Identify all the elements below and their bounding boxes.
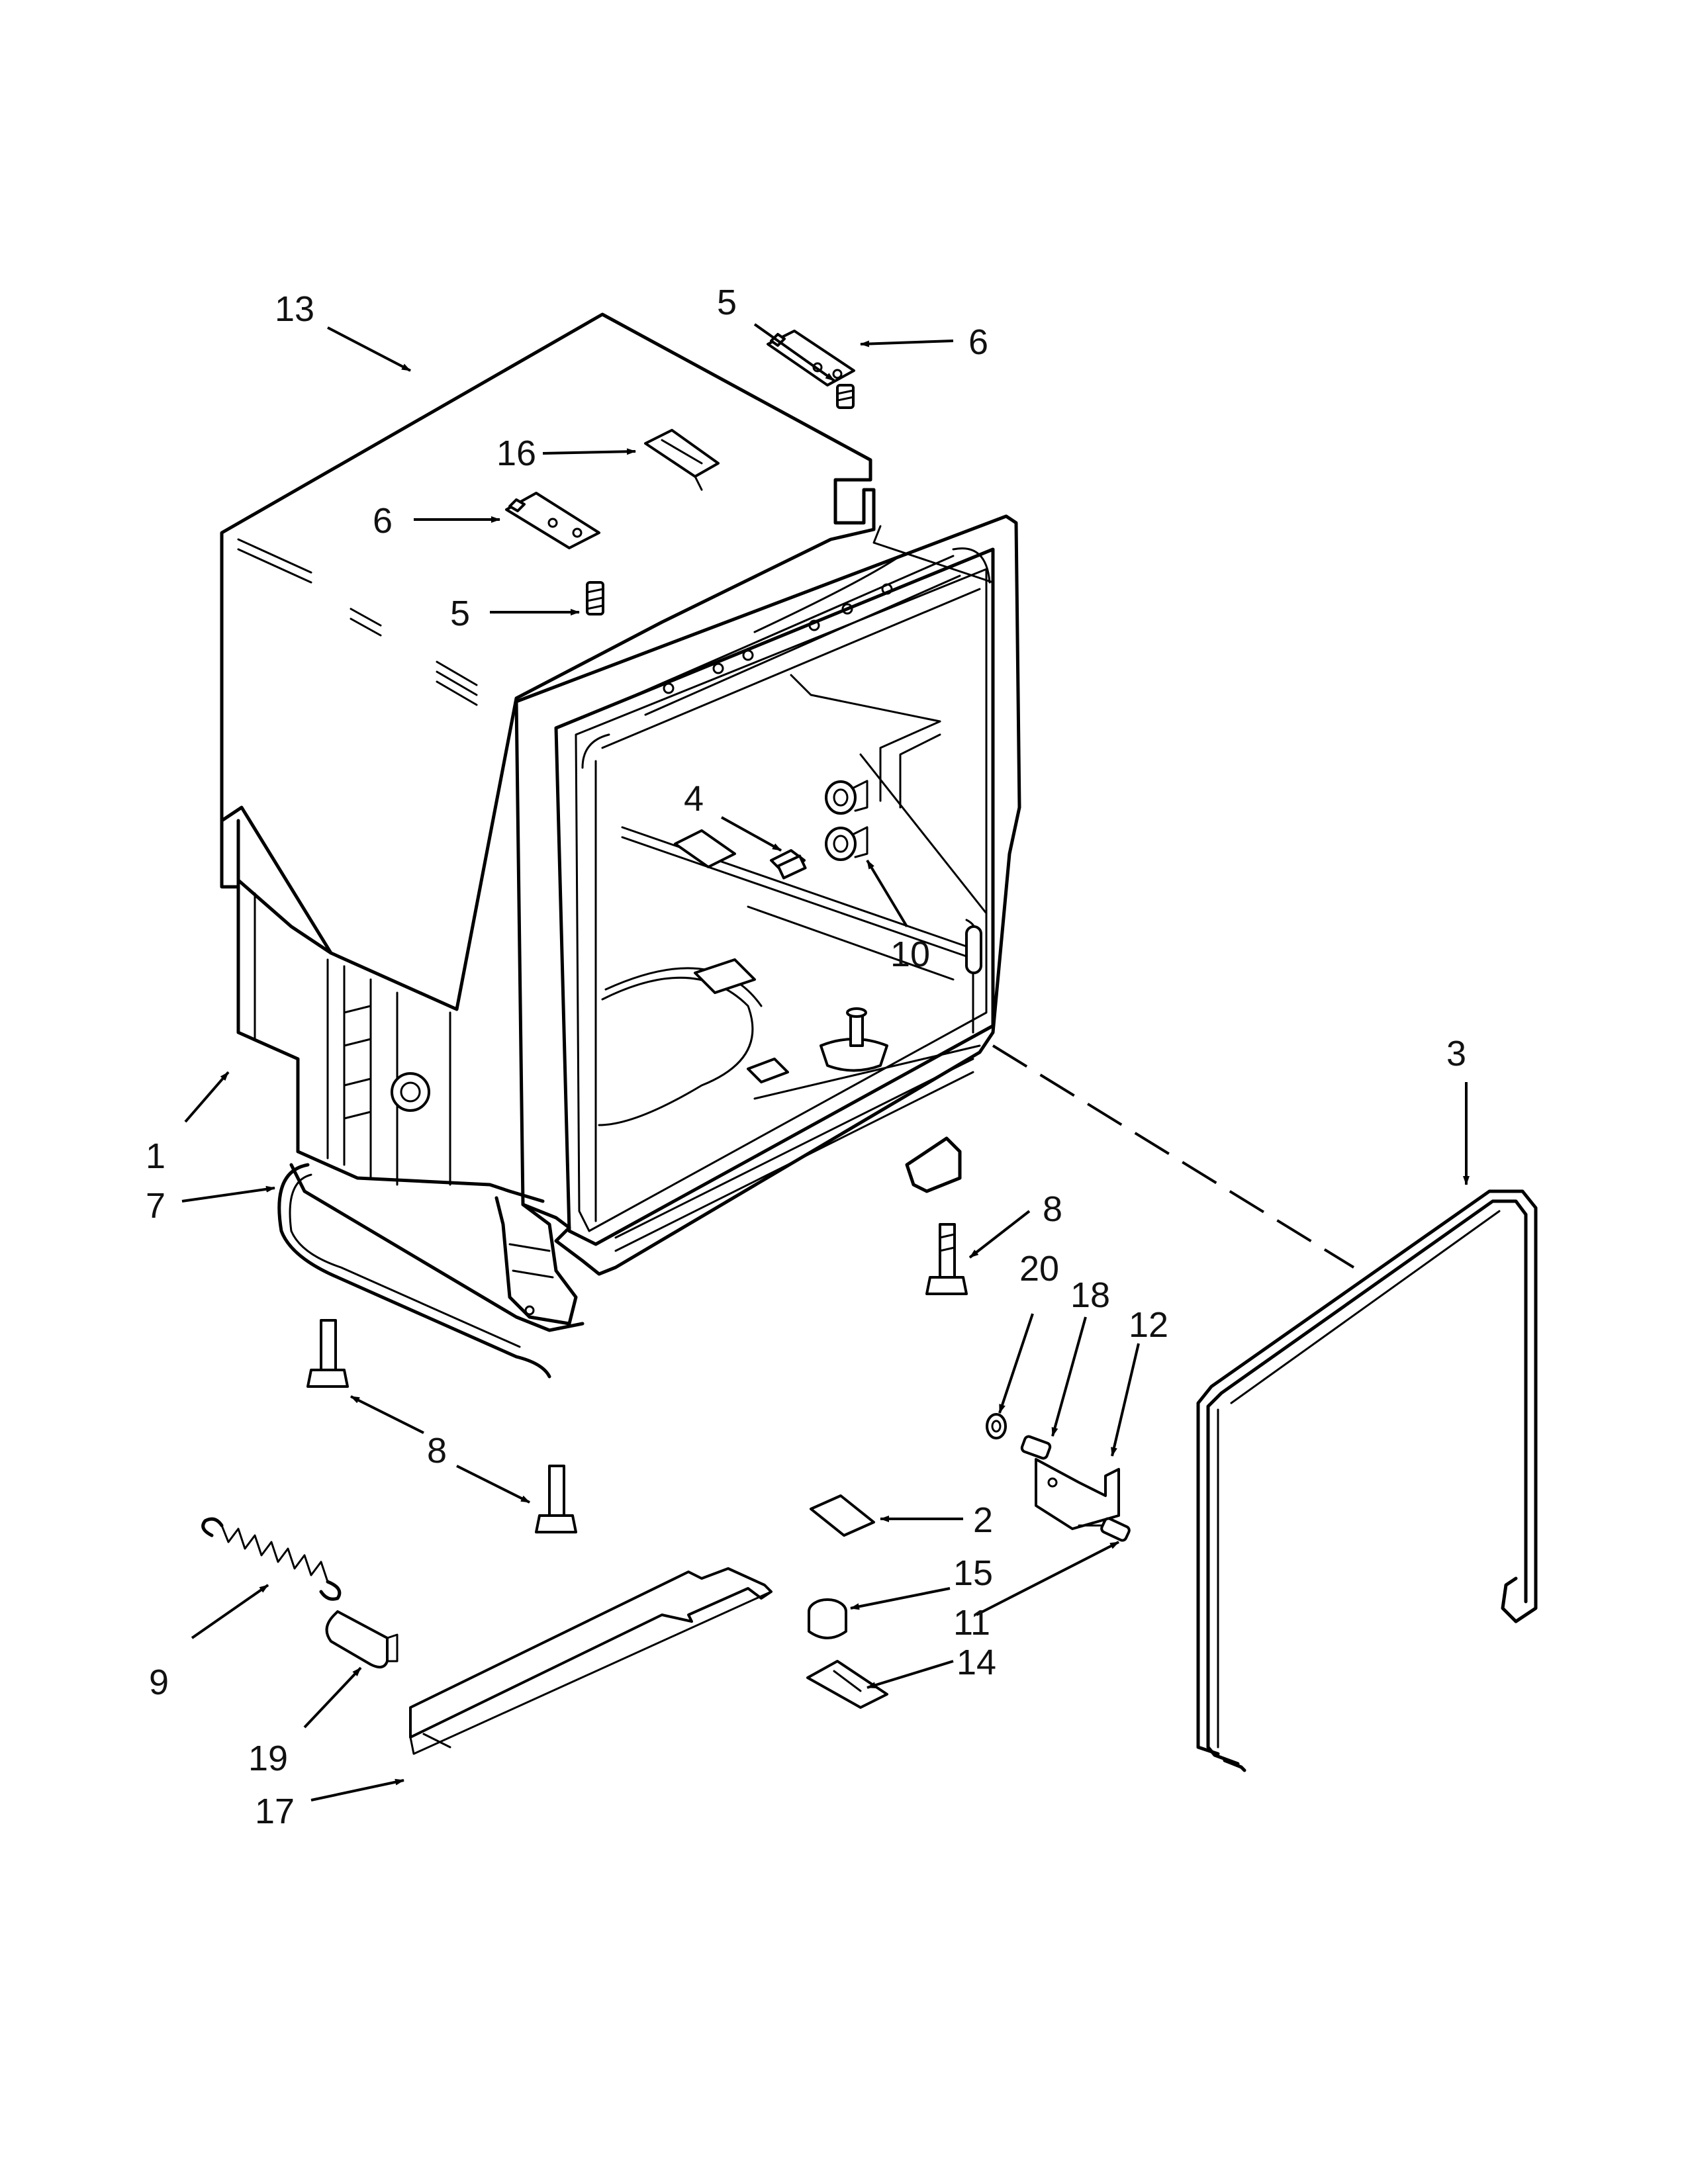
alignment-dashed-line (992, 1044, 1355, 1269)
callout-14: 14 (957, 1643, 996, 1682)
screw-5-lower (586, 581, 604, 615)
callout-11: 11 (953, 1603, 990, 1643)
clip-16 (644, 429, 720, 491)
leveling-leg-8-center (535, 1465, 577, 1533)
tub-assembly-13 (220, 312, 1021, 1332)
screw-18 (1020, 1435, 1052, 1460)
callout-8-left: 8 (427, 1431, 447, 1471)
rack-rollers-10 (825, 780, 868, 861)
callout-20: 20 (1019, 1249, 1059, 1289)
leveling-leg-8-right (925, 1223, 968, 1295)
callout-15: 15 (953, 1553, 993, 1593)
callout-2: 2 (973, 1500, 993, 1540)
drain-hose-7 (277, 1163, 551, 1379)
hinge-bracket-6-upper (767, 330, 855, 387)
callout-4: 4 (684, 779, 704, 819)
pad-19 (325, 1610, 399, 1668)
callout-3: 3 (1446, 1034, 1466, 1073)
callout-5-lower: 5 (450, 594, 470, 633)
screw-5-upper (836, 384, 855, 409)
float-15 (808, 1598, 847, 1639)
leader-arrows (181, 323, 1470, 1801)
screw-11 (1078, 1517, 1131, 1542)
callout-6-lower: 6 (373, 501, 393, 541)
toe-panel-17 (409, 1567, 773, 1755)
callout-17: 17 (255, 1792, 295, 1831)
callout-13: 13 (275, 289, 314, 329)
callout-labels: 13 5 6 16 6 5 4 10 1 7 8 3 8 20 18 12 2 … (146, 283, 1466, 1831)
bracket-12 (1035, 1458, 1120, 1530)
washer-20 (986, 1413, 1007, 1439)
float-switch-14 (806, 1660, 888, 1709)
callout-1: 1 (146, 1136, 165, 1176)
screw-4 (674, 829, 807, 880)
rack-holes (663, 583, 893, 694)
callout-10: 10 (890, 934, 930, 974)
callout-8-right: 8 (1043, 1189, 1062, 1229)
callout-12: 12 (1129, 1305, 1168, 1345)
hinge-bracket-6-lower (505, 492, 600, 549)
callout-7: 7 (146, 1186, 165, 1226)
leveling-leg-8-left (306, 1319, 349, 1388)
callout-18: 18 (1070, 1275, 1110, 1315)
callout-9: 9 (149, 1662, 169, 1702)
callout-5-upper: 5 (717, 283, 737, 322)
spring-9 (201, 1517, 342, 1601)
door-gasket-3 (1196, 1189, 1538, 1772)
callout-19: 19 (248, 1739, 288, 1778)
callout-16: 16 (496, 433, 536, 473)
callout-6-upper: 6 (968, 322, 988, 362)
pad-2 (810, 1494, 875, 1537)
